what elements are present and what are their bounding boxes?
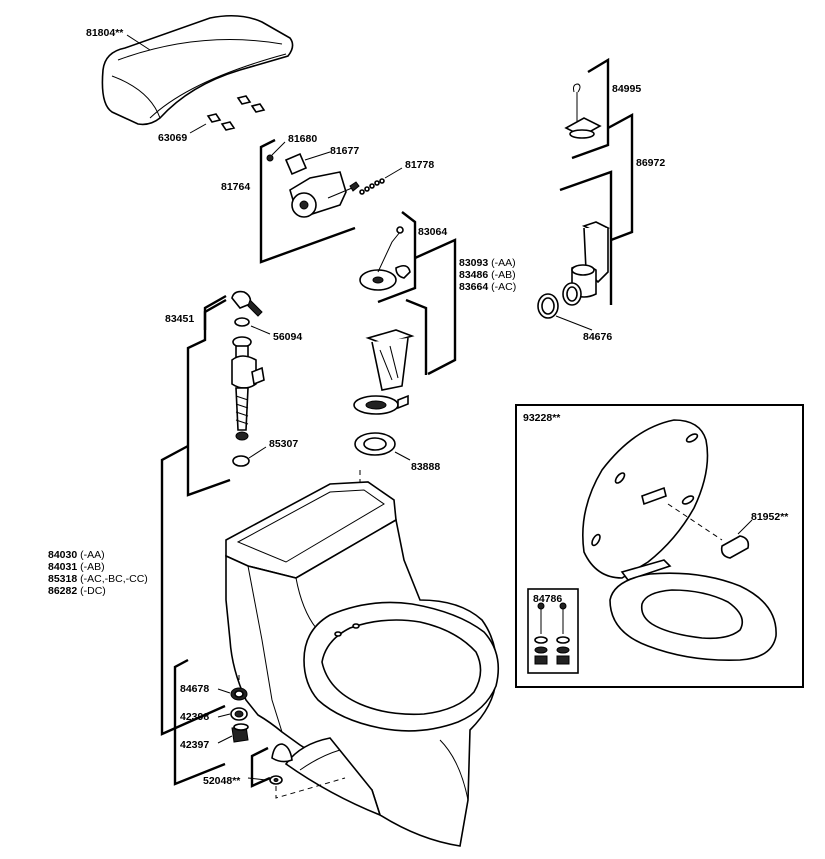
toilet-body	[225, 481, 500, 847]
label-86972: 86972	[636, 157, 666, 169]
label-84786: 84786	[533, 593, 563, 605]
part-number: 84030	[48, 549, 78, 561]
label-flush-valve-aa: 83093 (-AA)	[459, 257, 516, 269]
bracket-81764	[259, 138, 356, 264]
bracket-52048	[250, 746, 271, 788]
label-56094: 56094	[273, 331, 303, 343]
bracket-flush-valve	[414, 238, 457, 376]
part-number: 83486	[459, 269, 489, 281]
variant-suffix: (-AC,-BC,-CC)	[80, 573, 148, 585]
chain-81778	[359, 167, 403, 195]
bracket-84995	[571, 57, 610, 160]
flush-actuator	[266, 152, 360, 218]
bracket-86972	[607, 112, 634, 242]
label-52048: 52048**	[203, 775, 241, 787]
flapper	[359, 226, 411, 291]
dash-seat-bumper	[667, 503, 723, 541]
leader-84676	[555, 315, 593, 331]
leader-42398	[217, 713, 231, 718]
variant-suffix: (-AB)	[491, 269, 516, 281]
label-84676: 84676	[583, 331, 613, 343]
bolt-cap	[269, 743, 293, 785]
label-83888: 83888	[411, 461, 441, 473]
toilet-seat	[582, 419, 777, 662]
variant-suffix: (-AC)	[491, 281, 517, 293]
label-42397: 42397	[180, 739, 210, 751]
cover-pads	[206, 95, 266, 131]
label-81778: 81778	[405, 159, 435, 171]
bracket-bowl-hardware	[173, 658, 226, 786]
label-bowl-aa: 84030 (-AA)	[48, 549, 105, 561]
variant-suffix: (-AA)	[80, 549, 105, 561]
label-42398: 42398	[180, 711, 210, 723]
pads-leader	[189, 123, 207, 134]
leader-56094	[250, 325, 271, 335]
label-85307: 85307	[269, 438, 299, 450]
tank-cover-leader	[126, 34, 151, 51]
part-number: 83093	[459, 257, 489, 269]
tank-cover	[101, 14, 294, 126]
label-81680: 81680	[288, 133, 318, 145]
gasket-83888	[354, 432, 396, 456]
leader-81952	[737, 519, 753, 535]
flush-valve	[353, 329, 415, 415]
bracket-fill-valve	[186, 294, 231, 497]
label-83064: 83064	[418, 226, 448, 238]
label-bowl-ab: 84031 (-AB)	[48, 561, 105, 573]
part-number: 84031	[48, 561, 78, 573]
hinge-hardware	[534, 602, 570, 665]
label-flush-valve-ac: 83664 (-AC)	[459, 281, 516, 293]
label-83451: 83451	[165, 313, 195, 325]
leader-85307	[248, 446, 267, 459]
part-number: 83664	[459, 281, 489, 293]
overflow-tube	[571, 221, 611, 298]
label-seat-box: 93228**	[523, 412, 561, 424]
leader-81677	[304, 151, 331, 161]
seat-bumper	[720, 535, 750, 559]
dash-bolt	[275, 777, 346, 799]
label-pads: 63069	[158, 132, 188, 144]
part-number: 86282	[48, 585, 78, 597]
label-84995: 84995	[612, 83, 642, 95]
bracket-83888	[405, 298, 428, 375]
bracket-83064	[377, 211, 417, 304]
bracket-83451	[203, 298, 227, 330]
label-81764: 81764	[221, 181, 251, 193]
seat-panel-frame	[515, 404, 804, 688]
label-tank-cover: 81804**	[86, 27, 124, 39]
label-flush-valve-ab: 83486 (-AB)	[459, 269, 516, 281]
label-84678: 84678	[180, 683, 210, 695]
leader-42397	[217, 735, 233, 744]
leader-84678	[217, 688, 231, 694]
leader-52048	[247, 777, 267, 781]
part-number: 85318	[48, 573, 78, 585]
hinge-hardware-frame	[527, 588, 579, 674]
variant-suffix: (-AA)	[491, 257, 516, 269]
variant-suffix: (-AB)	[80, 561, 105, 573]
leader-81680	[271, 141, 286, 156]
overflow-cap	[564, 83, 602, 139]
overflow-gaskets	[537, 282, 582, 319]
label-81952: 81952**	[751, 511, 789, 523]
bracket-84676	[559, 170, 613, 305]
fill-valve	[231, 290, 265, 467]
label-bowl-dc: 86282 (-DC)	[48, 585, 106, 597]
variant-suffix: (-DC)	[80, 585, 106, 597]
leader-83888	[394, 451, 411, 461]
label-81677: 81677	[330, 145, 360, 157]
bowl-hardware	[230, 687, 249, 743]
label-bowl-ac: 85318 (-AC,-BC,-CC)	[48, 573, 148, 585]
bracket-bowl	[160, 444, 226, 736]
